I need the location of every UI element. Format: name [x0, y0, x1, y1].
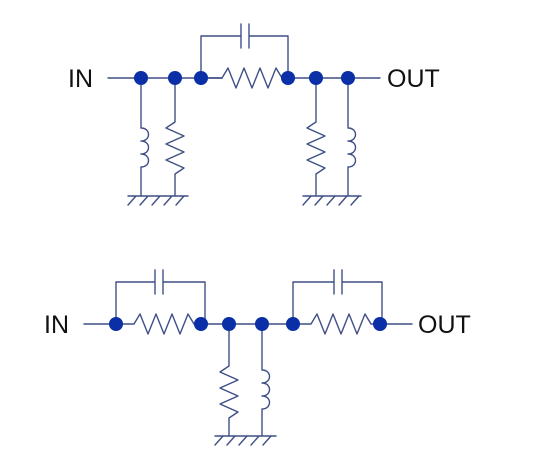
bottom-input-label: IN — [44, 311, 69, 339]
bottom-circuit: IN OUT — [44, 269, 471, 446]
bottom-node — [286, 317, 300, 331]
top-series-resistor — [200, 67, 289, 89]
top-node — [168, 71, 182, 85]
top-shunt-resistor-right — [306, 77, 326, 197]
top-node — [281, 71, 295, 85]
top-ground-left — [127, 195, 189, 206]
bottom-node — [255, 317, 269, 331]
bottom-series-resistor-left — [115, 313, 202, 335]
top-node — [194, 71, 208, 85]
top-input-label: IN — [68, 65, 93, 93]
bottom-shunt-resistor — [219, 323, 239, 437]
bottom-node — [373, 317, 387, 331]
top-node — [341, 71, 355, 85]
bottom-output-label: OUT — [418, 311, 471, 339]
bottom-series-resistor-right — [292, 313, 381, 335]
top-circuit: IN OUT — [68, 23, 440, 206]
bottom-shunt-inductor — [261, 323, 271, 437]
bottom-node — [194, 317, 208, 331]
bottom-node — [109, 317, 123, 331]
top-node — [134, 71, 148, 85]
bottom-bypass-capacitor-left — [115, 269, 206, 325]
bottom-bypass-capacitor-right — [292, 269, 383, 325]
top-output-label: OUT — [387, 65, 440, 93]
bottom-node — [222, 317, 236, 331]
top-bypass-capacitor — [200, 23, 289, 79]
top-shunt-inductor-left — [140, 77, 150, 197]
top-shunt-inductor-right — [347, 77, 357, 197]
top-shunt-resistor-left — [165, 77, 185, 197]
top-ground-right — [302, 195, 362, 206]
top-node — [309, 71, 323, 85]
bottom-ground — [214, 435, 277, 446]
